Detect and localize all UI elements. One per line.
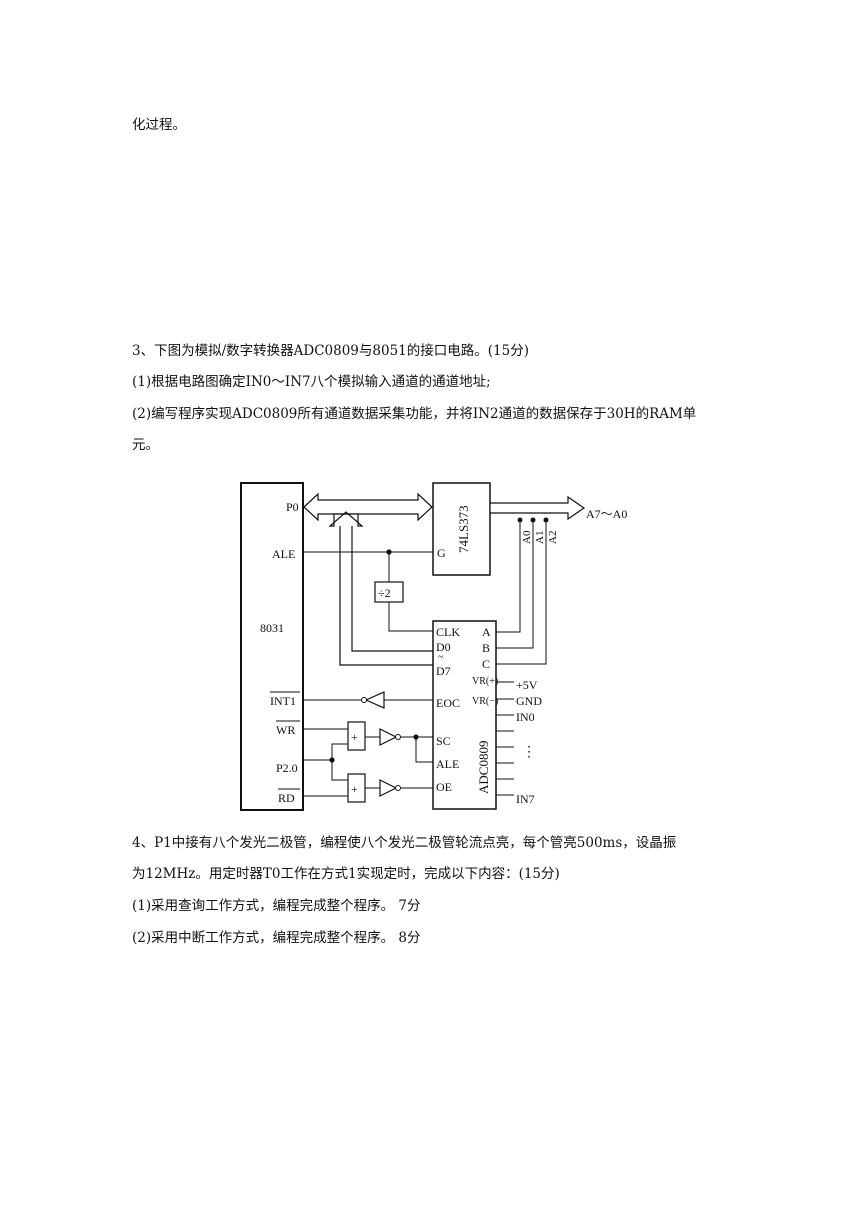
pin-int1-label: INT1: [270, 694, 296, 708]
address-bus-arrow: [489, 495, 586, 521]
adc-pin-eoc: EOC: [436, 696, 460, 710]
adc-out-in0: IN0: [516, 710, 535, 724]
rd-gate-symbol: +: [351, 782, 358, 796]
latch-label: 74LS373: [456, 505, 471, 553]
latch-g-label: G: [437, 546, 446, 560]
question-4-heading: 4、P1中接有八个发光二极管，编程使八个发光二极管轮流点亮，每个管亮500ms，…: [132, 835, 677, 851]
question-4-part-2: (2)采用中断工作方式，编程完成整个程序。 8分: [132, 930, 421, 946]
adc-pin-d7: D7: [436, 664, 451, 678]
adc-pin-b: B: [482, 641, 490, 655]
wr-inverter: [379, 728, 398, 746]
question-3-heading: 3、下图为模拟/数字转换器ADC0809与8051的接口电路。(15分): [132, 343, 529, 359]
adc-out-in7: IN7: [516, 792, 535, 806]
question-3-part-2-cont: 元。: [132, 437, 159, 453]
adc-pin-range: ~: [438, 652, 444, 663]
adc-out-ellipsis: ⋮: [522, 745, 536, 760]
mcu-label: 8031: [260, 621, 284, 635]
adc-out-gnd: GND: [516, 694, 542, 708]
tap-a2-label: A2: [547, 531, 559, 544]
adc-out-5v: +5V: [516, 678, 538, 692]
pin-p20-label: P2.0: [276, 761, 298, 775]
question-4-heading-cont: 为12MHz。用定时器T0工作在方式1实现定时，完成以下内容：(15分): [132, 866, 560, 882]
pin-ale-label: ALE: [272, 547, 295, 561]
adc-label: ADC0809: [476, 741, 491, 794]
bus-branch-arrowhead: [328, 511, 364, 527]
adc-pin-clk: CLK: [436, 625, 460, 639]
adc-pin-vr-minus: VR(−): [472, 696, 498, 707]
adc-pin-a: A: [482, 625, 491, 639]
adc-pin-sc: SC: [436, 734, 451, 748]
rd-inverter: [379, 779, 398, 797]
question-3-part-2: (2)编写程序实现ADC0809所有通道数据采集功能，并将IN2通道的数据保存于…: [132, 406, 697, 422]
address-bus-label: A7～A0: [586, 507, 627, 521]
divider-label: ÷2: [378, 586, 391, 600]
wr-gate-symbol: +: [351, 730, 358, 744]
adc-pin-vr-plus: VR(+): [472, 676, 498, 687]
data-bus-arrow: [303, 492, 433, 522]
tap-a1-label: A1: [534, 531, 546, 544]
tap-a0-label: A0: [521, 530, 533, 544]
adc-pin-oe: OE: [436, 780, 452, 794]
wr-or-gate: [347, 721, 366, 751]
question-4-part-1: (1)采用查询工作方式，编程完成整个程序。 7分: [132, 898, 421, 914]
adc-pin-c: C: [482, 657, 490, 671]
pin-wr-label: WR: [276, 723, 295, 737]
adc-pin-ale: ALE: [436, 757, 459, 771]
question-3-part-1: (1)根据电路图确定IN0～IN7八个模拟输入通道的通道地址;: [132, 374, 491, 390]
pin-rd-label: RD: [278, 791, 295, 805]
eoc-inverter: [364, 691, 385, 709]
adc-pin-d0: D0: [436, 640, 451, 654]
text-line-1: 化过程。: [132, 117, 186, 133]
adc0809-interface-circuit: 8031 P0 ALE INT1 WR P2.0 RD 74LS373 G ÷2…: [240, 482, 627, 811]
pin-p0-label: P0: [286, 500, 299, 514]
